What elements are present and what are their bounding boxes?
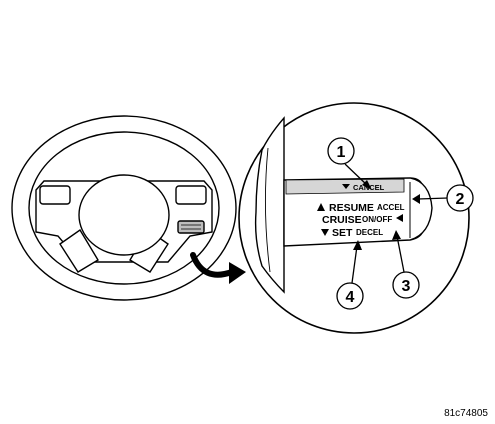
resume-label: RESUME [329, 202, 374, 214]
leader-arrow-2-icon [412, 194, 420, 204]
steering-wheel [11, 115, 237, 301]
curved-arrow [190, 252, 246, 284]
lever-end-cap [409, 177, 433, 241]
leader-arrow-3-icon [392, 230, 401, 240]
leader-arrow-4-icon [353, 240, 362, 250]
resume-arrow-icon [317, 203, 325, 211]
spoke-recess-lower-left [59, 228, 99, 273]
leader-line-1 [344, 163, 369, 187]
set-label: SET [332, 227, 353, 239]
cruise-label: CRUISE [322, 214, 362, 226]
column-shroud [254, 116, 285, 294]
spoke-recess-right [175, 185, 207, 205]
leader-line-4 [351, 245, 358, 284]
callout-number-4: 4 [346, 289, 355, 306]
callout-circle-2 [446, 184, 474, 212]
callouts [327, 137, 474, 310]
lever-location-marker [177, 220, 205, 234]
set-arrow-icon [321, 229, 329, 236]
figure-code: 81c74805 [444, 408, 488, 419]
callout-number-2: 2 [456, 191, 465, 208]
callout-number-3: 3 [402, 278, 411, 295]
cancel-arrow-icon [342, 184, 350, 189]
leader-line-3 [396, 235, 405, 273]
onoff-label: ON/OFF [362, 215, 392, 224]
callout-number-1: 1 [337, 144, 346, 161]
leader-line-2 [417, 197, 449, 200]
callout-circle-1 [327, 137, 355, 165]
steering-wheel-center-pad [78, 174, 170, 256]
accel-label: ACCEL [377, 203, 405, 212]
leader-arrow-1-icon [362, 180, 372, 190]
spoke-recess-left [39, 185, 71, 205]
decel-label: DECEL [356, 228, 383, 237]
arrowhead-icon [229, 262, 246, 284]
callout-circle-4 [336, 282, 364, 310]
callout-circle-3 [392, 271, 420, 299]
onoff-arrow-icon [396, 214, 403, 222]
